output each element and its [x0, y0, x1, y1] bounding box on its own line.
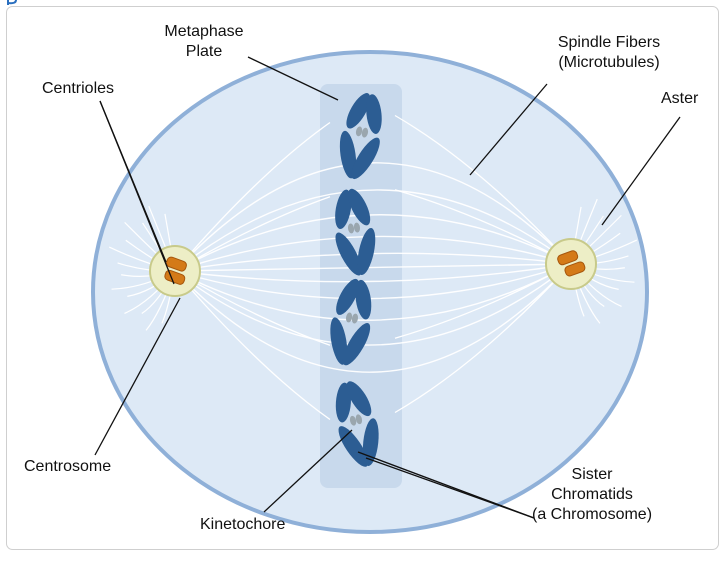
- clipped-title-fragment: [6, 0, 32, 6]
- label-metaphase-plate-line1: Metaphase: [146, 22, 262, 42]
- label-centrioles: Centrioles: [42, 79, 114, 99]
- label-sister-line2: Chromatids: [492, 485, 692, 505]
- label-sister-line3: (a Chromosome): [492, 505, 692, 525]
- label-spindle-fibers-line1: Spindle Fibers: [534, 33, 684, 53]
- label-metaphase-plate: Metaphase Plate: [146, 22, 262, 62]
- label-aster: Aster: [661, 89, 698, 109]
- centrosome-left: [150, 246, 200, 296]
- label-sister-line1: Sister: [492, 465, 692, 485]
- centrosome-body: [546, 239, 596, 289]
- label-sister-chromatids: Sister Chromatids (a Chromosome): [492, 465, 692, 525]
- centrosome-body: [150, 246, 200, 296]
- label-spindle-fibers-line2: (Microtubules): [534, 53, 684, 73]
- label-metaphase-plate-line2: Plate: [146, 42, 262, 62]
- label-kinetochore: Kinetochore: [200, 515, 285, 535]
- label-spindle-fibers: Spindle Fibers (Microtubules): [534, 33, 684, 73]
- label-centrosome: Centrosome: [24, 457, 111, 477]
- centrosome-right: [546, 239, 596, 289]
